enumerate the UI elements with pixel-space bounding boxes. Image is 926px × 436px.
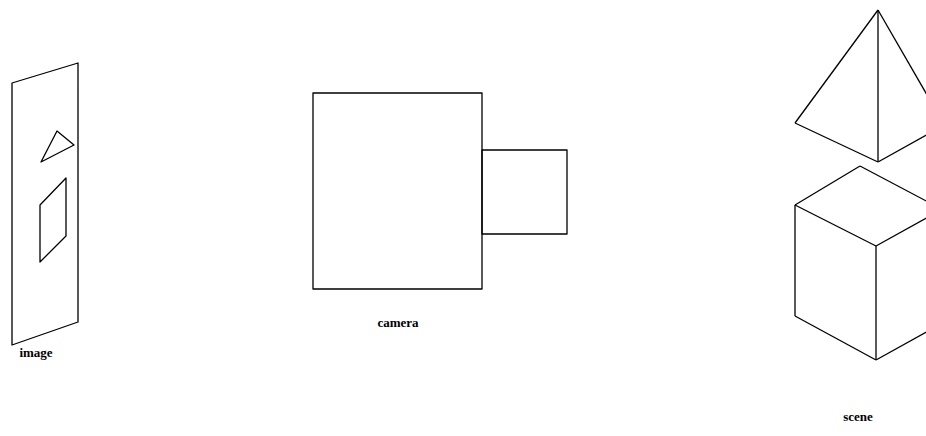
image-triangle — [41, 131, 74, 162]
image-square — [40, 178, 66, 262]
camera-body — [313, 93, 482, 289]
scene-label: scene — [843, 410, 873, 424]
camera-label: camera — [377, 316, 418, 330]
cube — [795, 166, 926, 360]
image-plane — [12, 63, 78, 345]
pyramid — [795, 10, 926, 162]
image-label: image — [19, 346, 52, 360]
camera-lens — [482, 150, 567, 234]
